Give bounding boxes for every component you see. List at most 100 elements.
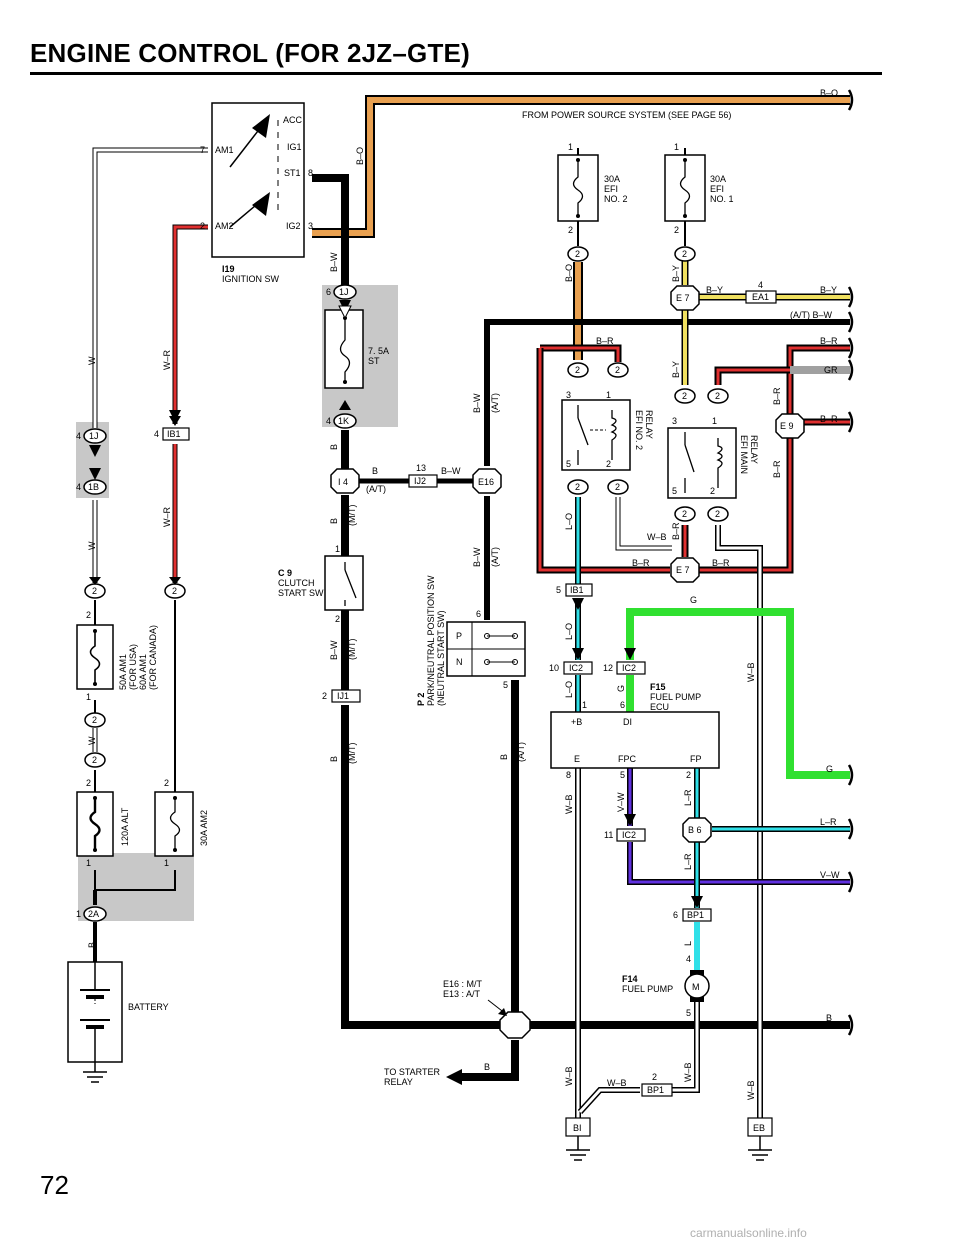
svg-text:F14: F14 bbox=[622, 974, 638, 984]
svg-text:N: N bbox=[456, 657, 463, 667]
conn-2-r2-5: 2 bbox=[567, 479, 589, 495]
svg-text:P 2: P 2 bbox=[416, 693, 426, 706]
svg-text:E13 : A/T: E13 : A/T bbox=[443, 989, 481, 999]
svg-text:4: 4 bbox=[76, 431, 81, 441]
fuel-pump-motor: M 4 5 F14 FUEL PUMP bbox=[622, 954, 710, 1018]
svg-text:V–W: V–W bbox=[616, 792, 626, 812]
svg-text:E16 : M/T: E16 : M/T bbox=[443, 979, 483, 989]
svg-text:E: E bbox=[574, 754, 580, 764]
svg-text:L–R: L–R bbox=[683, 789, 693, 806]
svg-text:8: 8 bbox=[566, 770, 571, 780]
svg-text:B–R: B–R bbox=[820, 414, 838, 424]
svg-text:(M/T): (M/T) bbox=[347, 743, 357, 765]
svg-text:B–W: B–W bbox=[441, 466, 461, 476]
svg-text:2: 2 bbox=[335, 614, 340, 624]
svg-text:2: 2 bbox=[606, 459, 611, 469]
svg-text:120A ALT: 120A ALT bbox=[120, 807, 130, 846]
conn-2-r2-1: 2 bbox=[607, 362, 629, 378]
svg-text:4: 4 bbox=[758, 280, 763, 290]
svg-text:(M/T): (M/T) bbox=[347, 505, 357, 527]
svg-text:E16: E16 bbox=[478, 477, 494, 487]
svg-text:1B: 1B bbox=[88, 482, 99, 492]
conn-2-r2-3: 2 bbox=[567, 362, 589, 378]
svg-text:IB1: IB1 bbox=[570, 585, 584, 595]
fuse-efi-no1: 30A EFI NO. 1 bbox=[664, 154, 734, 222]
conn-1b: 1B4 bbox=[76, 479, 107, 495]
ign-pin2: 2 bbox=[200, 221, 205, 231]
svg-text:2: 2 bbox=[86, 610, 91, 620]
svg-text:B: B bbox=[499, 754, 509, 760]
svg-text:I 4: I 4 bbox=[338, 477, 348, 487]
svg-text:W–R: W–R bbox=[162, 350, 172, 371]
svg-text:6: 6 bbox=[620, 700, 625, 710]
starter-arrow bbox=[446, 1069, 462, 1085]
page-number: 72 bbox=[40, 1170, 69, 1200]
park-neutral-switch: P N 6 5 P 2 PARK/NEUTRAL POSITION SW (NE… bbox=[416, 575, 526, 706]
conn-e9: E 9 bbox=[775, 413, 805, 439]
svg-text:E 7: E 7 bbox=[676, 293, 690, 303]
conn-2-am1-top: 2 bbox=[84, 583, 106, 599]
connectors: 2 2 2 2 2 2 2 2 2 2 2 2 2 2 1J6 1K4 1J4 … bbox=[76, 246, 805, 1137]
svg-text:30A AM2: 30A AM2 bbox=[199, 810, 209, 846]
conn-1j-w: 1J4 bbox=[76, 428, 107, 444]
svg-text:W: W bbox=[87, 736, 97, 745]
svg-text:IC2: IC2 bbox=[569, 663, 583, 673]
svg-text:EA1: EA1 bbox=[752, 292, 769, 302]
svg-text:(A/T): (A/T) bbox=[516, 742, 526, 762]
svg-text:FUEL PUMP: FUEL PUMP bbox=[622, 984, 673, 994]
svg-text:B–O: B–O bbox=[355, 147, 365, 165]
svg-text:B–R: B–R bbox=[712, 558, 730, 568]
conn-e7-bot: E 7 bbox=[670, 557, 700, 583]
svg-text:L–R: L–R bbox=[820, 817, 837, 827]
svg-text:RELAY: RELAY bbox=[384, 1077, 413, 1087]
ground-eb bbox=[748, 1136, 772, 1161]
svg-text:G: G bbox=[616, 685, 626, 692]
svg-text:B–W: B–W bbox=[472, 547, 482, 567]
svg-text:(M/T): (M/T) bbox=[347, 639, 357, 661]
svg-text:W–B: W–B bbox=[683, 1062, 693, 1082]
svg-text:B 6: B 6 bbox=[688, 825, 702, 835]
svg-text:EFI NO. 2: EFI NO. 2 bbox=[634, 410, 644, 450]
svg-text:W: W bbox=[87, 356, 97, 365]
svg-text:C 9: C 9 bbox=[278, 568, 292, 578]
svg-text:B: B bbox=[484, 1062, 490, 1072]
svg-text:F15: F15 bbox=[650, 682, 666, 692]
svg-text:1: 1 bbox=[76, 909, 81, 919]
svg-text:START SW: START SW bbox=[278, 588, 324, 598]
ign-pin7: 7 bbox=[200, 145, 205, 155]
svg-text:L: L bbox=[683, 941, 693, 946]
svg-text:2: 2 bbox=[575, 249, 580, 259]
ign-acc: ACC bbox=[283, 115, 303, 125]
svg-text:2: 2 bbox=[92, 755, 97, 765]
wire-bw-st1 bbox=[312, 174, 349, 285]
svg-text:2: 2 bbox=[715, 509, 720, 519]
svg-text:60A AM1: 60A AM1 bbox=[138, 654, 148, 690]
st-rating: 7. 5A bbox=[368, 346, 389, 356]
wire-wr bbox=[172, 224, 208, 424]
svg-text:W–B: W–B bbox=[647, 532, 667, 542]
conn-2-alt-top: 2 bbox=[84, 752, 106, 768]
fuse-alt: 2 1 120A ALT bbox=[76, 778, 130, 868]
svg-text:3: 3 bbox=[672, 416, 677, 426]
relay-efi-main: 3 1 5 2 EFI MAIN RELAY bbox=[667, 416, 759, 499]
fuse-am1: 2 1 50A AM1 (FOR USA) 60A AM1 (FOR CANAD… bbox=[76, 610, 158, 702]
svg-text:2: 2 bbox=[92, 586, 97, 596]
svg-text:(FOR USA): (FOR USA) bbox=[128, 644, 138, 690]
conn-1k: 1K4 bbox=[326, 413, 357, 429]
svg-text:+B: +B bbox=[571, 717, 582, 727]
svg-text:B–O: B–O bbox=[820, 88, 838, 98]
conn-b6: B 6 bbox=[682, 817, 712, 843]
svg-text:B: B bbox=[372, 466, 378, 476]
svg-text:6: 6 bbox=[326, 287, 331, 297]
svg-text:B–R: B–R bbox=[671, 522, 681, 540]
svg-text:11: 11 bbox=[604, 830, 613, 840]
svg-text:NO. 2: NO. 2 bbox=[604, 194, 628, 204]
svg-text:W–B: W–B bbox=[746, 662, 756, 682]
watermark: carmanualsonline.info bbox=[690, 1226, 807, 1240]
svg-text:B: B bbox=[87, 942, 97, 948]
